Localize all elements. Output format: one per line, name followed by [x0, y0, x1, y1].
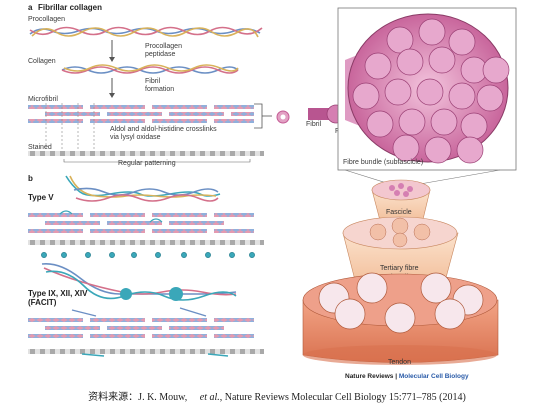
panel-b: b Type V Type IX, XII, XIV (FACIT) [28, 174, 264, 357]
caption-suffix: , Nature Reviews Molecular Cell Biology … [219, 392, 466, 403]
collagen-helix [61, 64, 239, 74]
tertiary-bundle-cross-section [420, 272, 452, 304]
facit-stained-band [28, 349, 264, 354]
source-journal: Molecular Cell Biology [398, 373, 469, 380]
fibre-cross-section [352, 82, 380, 110]
panel-b-letter: b [28, 174, 33, 183]
proteoglycan-bead [85, 252, 91, 258]
source-publisher: Nature Reviews [345, 373, 394, 380]
fibre-cross-section [482, 56, 510, 84]
proteoglycan-bead [181, 252, 187, 258]
fibre-cross-section [366, 110, 394, 138]
tertiary-bundle-cross-section [356, 272, 388, 304]
facit-microfibril-rows [28, 307, 254, 338]
tertiary-bundle-label-line1: Tertiary fibre [380, 265, 419, 272]
alignment-guides [45, 103, 95, 152]
panel-a-title: Fibrillar collagen [38, 3, 102, 12]
stained-band [28, 151, 264, 156]
fibre-bundle-label: Fibre bundle (subfascicle) [343, 159, 423, 166]
type-v-stained-band [28, 240, 264, 245]
regular-patterning-label: Regular patterning [118, 160, 176, 167]
proteoglycan-bead [61, 252, 67, 258]
arrow-head-1 [109, 57, 115, 62]
facit-bridge-1 [81, 353, 105, 357]
fibre-cross-section [416, 78, 444, 106]
crosslink-label-line1: Aldol and aldol-histidine crosslinks [110, 126, 217, 133]
proteoglycan-bead [155, 252, 161, 258]
facit-label-line1: Type IX, XII, XIV [28, 289, 88, 298]
fibre-cross-section [396, 48, 424, 76]
procollagen-peptidase-label-line1: Procollagen [145, 43, 182, 50]
proteoglycan-bead [131, 252, 137, 258]
fascicle-label: Fascicle [386, 209, 412, 216]
fibre-cross-section [448, 28, 476, 56]
fibre-bundle-panel: Fibre bundle (subfascicle) [337, 7, 517, 185]
proteoglycan-bead [109, 252, 115, 258]
tendon-label: Tendon [388, 359, 411, 366]
type-v-label: Type V [28, 193, 54, 202]
fibre-cross-section [392, 134, 420, 162]
patterning-bracket [63, 159, 251, 163]
facit-label-line2: (FACIT) [28, 298, 57, 307]
fibre-cross-section [386, 26, 414, 54]
type-v-proteoglycans [41, 252, 255, 258]
procollagen-peptidase-label-line2: peptidase [145, 51, 175, 58]
panel-a-letter: a [28, 3, 33, 12]
crosslink-label-line2: via lysyl oxidase [110, 134, 161, 141]
subfascicle-fibres [352, 18, 510, 164]
procollagen-helix [29, 26, 263, 38]
facit-helix [41, 262, 237, 301]
fibril-formation-label-line1: Fibril [145, 78, 161, 85]
fibril-label: Fibril [306, 121, 322, 128]
fibre-cross-section [448, 82, 476, 110]
fibre-cross-section [364, 52, 392, 80]
microfibril-label: Microfibril [28, 96, 58, 103]
fibre-cross-section [424, 136, 452, 164]
source-credit: Nature Reviews | Molecular Cell Biology [345, 373, 469, 380]
fibril-to-bundle-callout: Fibril Fibre [254, 103, 351, 135]
facit-globular-domain-2 [169, 287, 183, 301]
tendon-base: Tendon [302, 272, 499, 366]
fibre-cross-section [428, 46, 456, 74]
microfibril-bracket [254, 103, 263, 129]
fibre-cross-section [418, 18, 446, 46]
type-v-microfibril-rows [28, 210, 254, 233]
caption-prefix: 资料来源：J. K. Mouw, [88, 392, 188, 403]
type-v-helix [65, 175, 221, 202]
fibril-formation-label-line2: formation [145, 86, 174, 93]
figure-caption: 资料来源：J. K. Mouw, et al., Nature Reviews … [0, 388, 554, 403]
fibre-cross-section [460, 112, 488, 140]
panel-a: a Fibrillar collagen Procollagen Procoll… [28, 3, 264, 167]
tertiary-bundle-cross-section [334, 298, 366, 330]
stained-label: Stained [28, 144, 52, 151]
caption-etal: et al. [199, 392, 220, 403]
tertiary-bundle-cross-section [434, 298, 466, 330]
tendon-fascicles [318, 272, 484, 334]
facit-globular-domain-1 [120, 288, 132, 300]
procollagen-label: Procollagen [28, 16, 65, 23]
arrow-head-2 [109, 93, 115, 98]
fibre-cross-section [476, 84, 504, 112]
collagen-label: Collagen [28, 58, 56, 65]
fibre-cross-section [456, 136, 484, 164]
fibre-cross-section [398, 108, 426, 136]
source-separator: | [393, 373, 399, 380]
proteoglycan-bead [205, 252, 211, 258]
proteoglycan-bead [41, 252, 47, 258]
proteoglycan-bead [249, 252, 255, 258]
microfibril-rows [28, 105, 254, 123]
tertiary-bundle-cross-section [384, 302, 416, 334]
proteoglycan-bead [229, 252, 235, 258]
fibre-cross-section [384, 78, 412, 106]
fibre-cross-section [430, 108, 458, 136]
facit-bridge-2 [207, 353, 229, 357]
